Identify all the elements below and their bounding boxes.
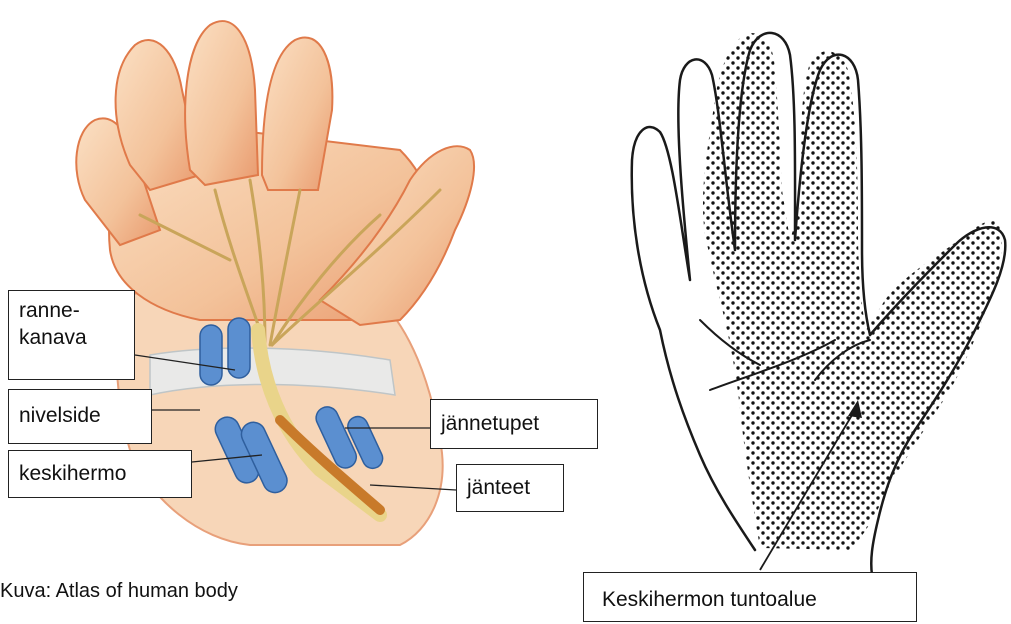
hand-outline-illustration (632, 20, 1010, 580)
label-carpal-tunnel: ranne- kanava (8, 290, 135, 380)
figure-caption: Kuva: Atlas of human body (0, 580, 238, 603)
label-tendons: jänteet (456, 464, 564, 512)
label-tendon-sheaths: jännetupet (430, 399, 598, 449)
label-median-nerve: keskihermo (8, 450, 192, 498)
label-ligament: nivelside (8, 389, 152, 444)
label-sensory-area: Keskihermon tuntoalue (583, 572, 917, 622)
